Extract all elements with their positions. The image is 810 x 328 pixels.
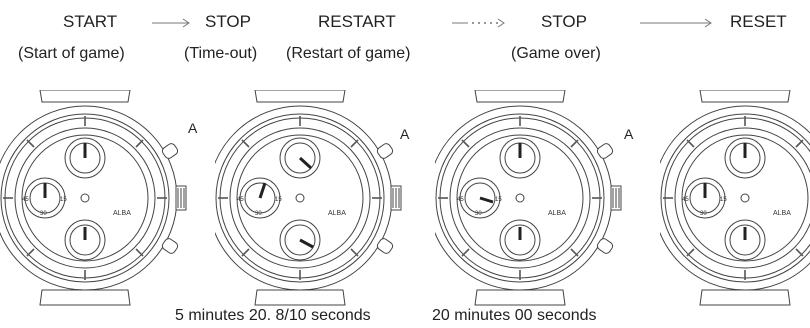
- sub-num-45-3: 45: [457, 197, 464, 203]
- dial-brand-2: ALBA: [328, 210, 346, 217]
- step-label-restart: RESTART: [318, 12, 396, 32]
- step-note-restart: (Restart of game): [286, 44, 410, 64]
- watch-illustration-2: ALBA 45 15 30: [215, 90, 415, 315]
- sub-num-45-1: 45: [22, 197, 29, 203]
- sub-num-30-2: 30: [255, 211, 262, 217]
- step-label-start: START: [63, 12, 117, 32]
- step-label-stop: STOP: [205, 12, 251, 32]
- step-note-stop: (Time-out): [184, 44, 257, 64]
- caption-game-over-time: 20 minutes 00 seconds: [432, 306, 597, 326]
- arrow-solid: [152, 16, 192, 34]
- sub-num-45-4: 45: [682, 197, 689, 203]
- watch-illustration-1: ALBA 45 15 30: [0, 90, 200, 315]
- pusher-a-label-2: A: [400, 124, 409, 144]
- sub-num-30-4: 30: [700, 211, 707, 217]
- step-label-reset: RESET: [730, 12, 787, 32]
- watch-illustration-3: ALBA 45 15 30: [435, 90, 635, 315]
- sub-num-15-2: 15: [275, 197, 282, 203]
- step-label-stop-2: STOP: [541, 12, 587, 32]
- dial-brand-4: ALBA: [773, 210, 791, 217]
- arrow-solid-2: [640, 16, 715, 34]
- caption-stop-time: 5 minutes 20. 8/10 seconds: [175, 306, 371, 326]
- step-note-stop-2: (Game over): [511, 44, 601, 64]
- arrow-dotted: [452, 16, 512, 34]
- pusher-a-label-3: A: [624, 124, 633, 144]
- watch-illustration-4: ALBA 45 15 30: [660, 90, 810, 315]
- dial-brand-3: ALBA: [548, 210, 566, 217]
- sub-num-15-1: 15: [60, 197, 67, 203]
- sub-num-30-1: 30: [40, 211, 47, 217]
- sub-num-45-2: 45: [237, 197, 244, 203]
- sub-num-30-3: 30: [475, 211, 482, 217]
- pusher-a-label-1: A: [188, 118, 197, 138]
- sub-num-15-4: 15: [720, 197, 727, 203]
- dial-brand-1: ALBA: [113, 210, 131, 217]
- step-note-start: (Start of game): [18, 44, 125, 64]
- sub-num-15-3: 15: [495, 197, 502, 203]
